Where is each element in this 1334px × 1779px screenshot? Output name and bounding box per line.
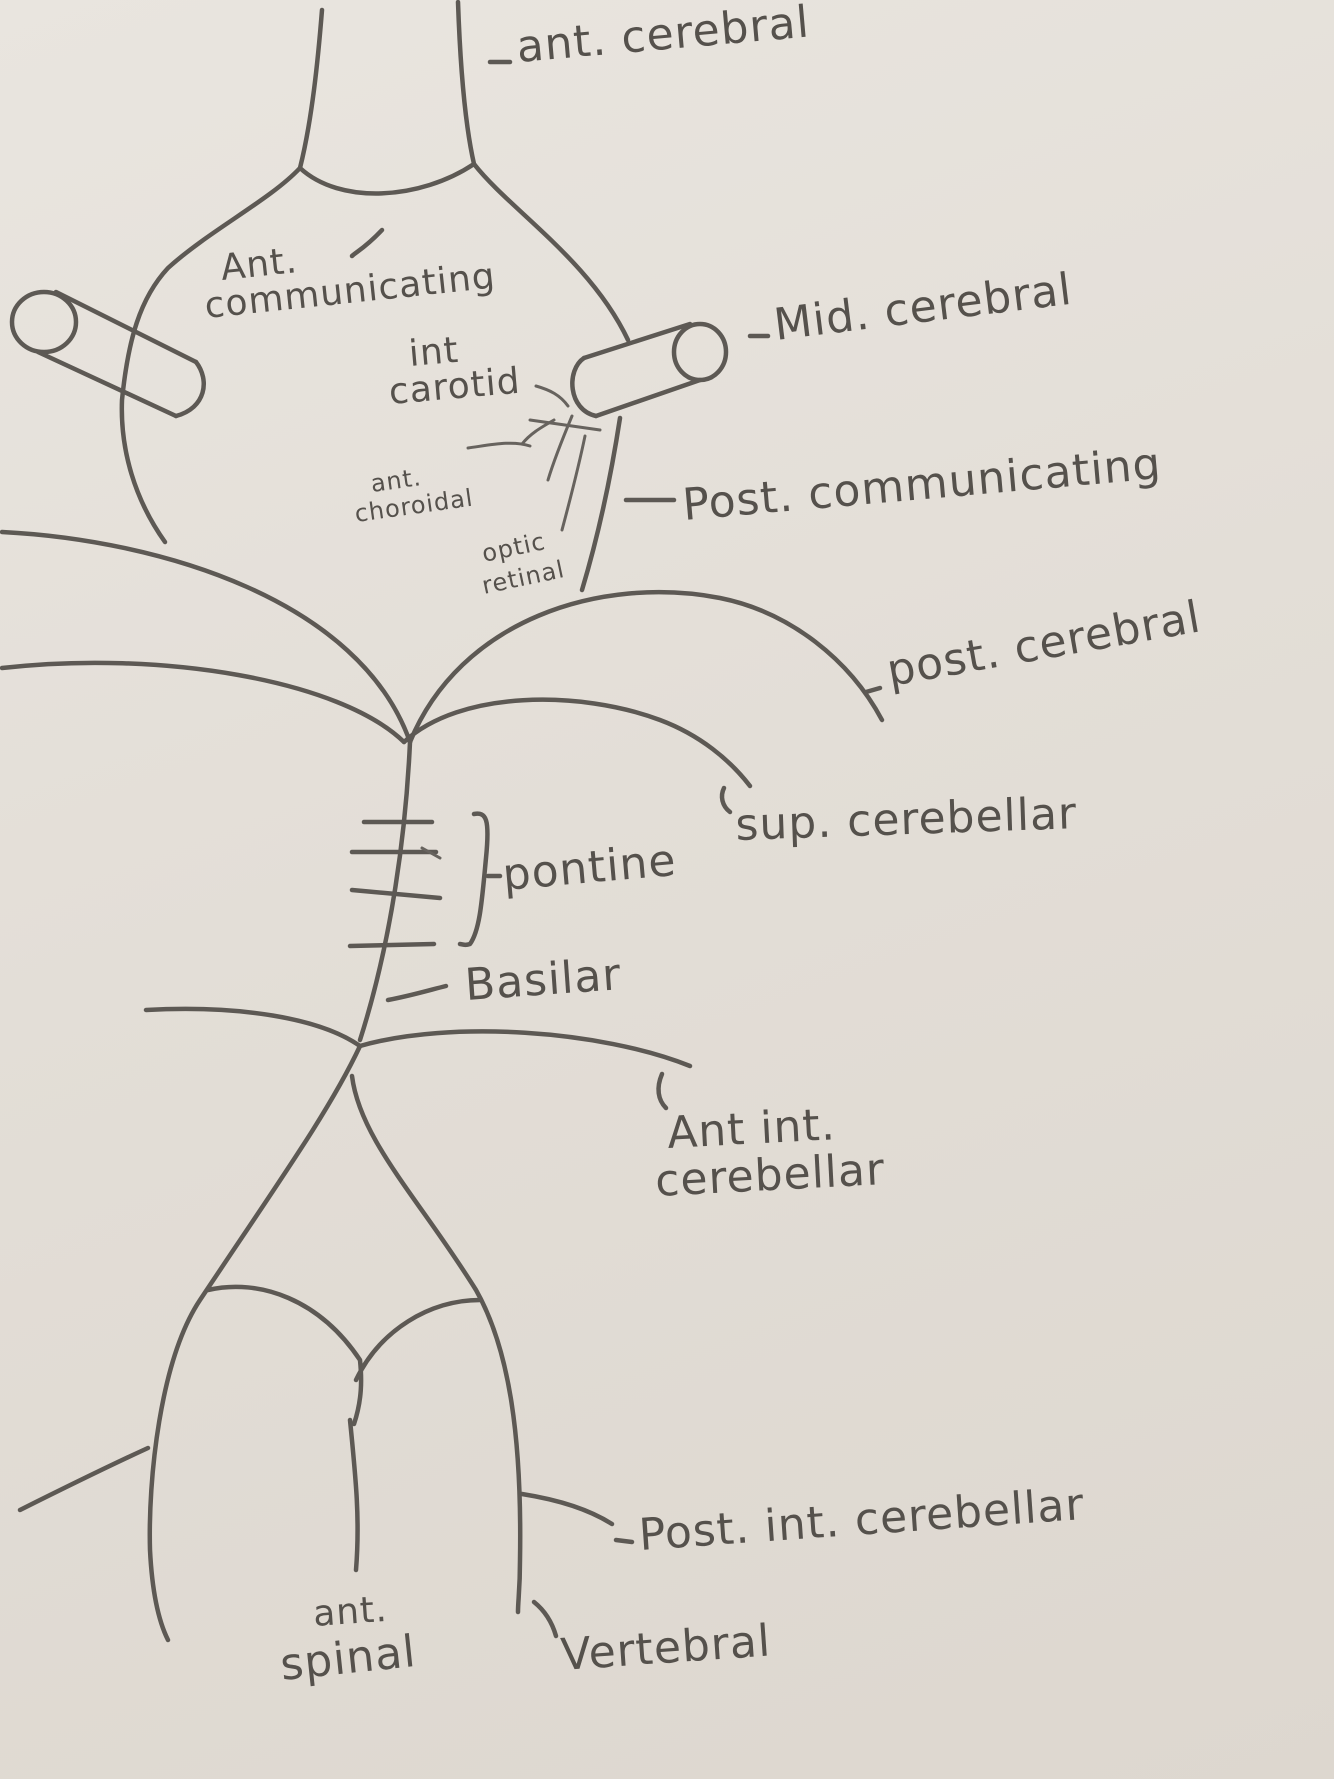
label-pontine: pontine — [501, 835, 679, 901]
posterior-cerebral-arcs — [2, 532, 882, 812]
label-sup-cerebellar: sup. cerebellar — [735, 788, 1078, 851]
label-ant-cerebral: ant. cerebral — [515, 0, 812, 73]
anterior-cerebral-vessels — [300, 2, 474, 256]
label-vertebral: Vertebral — [559, 1615, 772, 1681]
label-basilar: Basilar — [463, 949, 623, 1011]
label-mid-cerebral: Mid. cerebral — [771, 264, 1075, 351]
label-post-cerebral: post. cerebral — [883, 591, 1205, 696]
label-leaders — [490, 62, 768, 336]
label-post-int-cerebellar: Post. int. cerebellar — [637, 1479, 1086, 1561]
vertebral-arteries — [20, 1046, 632, 1640]
label-ant-spinal-1: ant. — [312, 1589, 389, 1635]
label-ant-int-cerebellar-2: cerebellar — [654, 1144, 886, 1207]
label-post-communicating: Post. communicating — [681, 438, 1164, 531]
label-ant-spinal-2: spinal — [278, 1626, 419, 1691]
left-middle-cerebral-cylinder — [12, 292, 204, 416]
label-int-carotid-2: carotid — [387, 361, 522, 413]
anterior-inferior-cerebellar — [146, 1009, 690, 1108]
right-middle-cerebral-cylinder — [572, 324, 726, 416]
